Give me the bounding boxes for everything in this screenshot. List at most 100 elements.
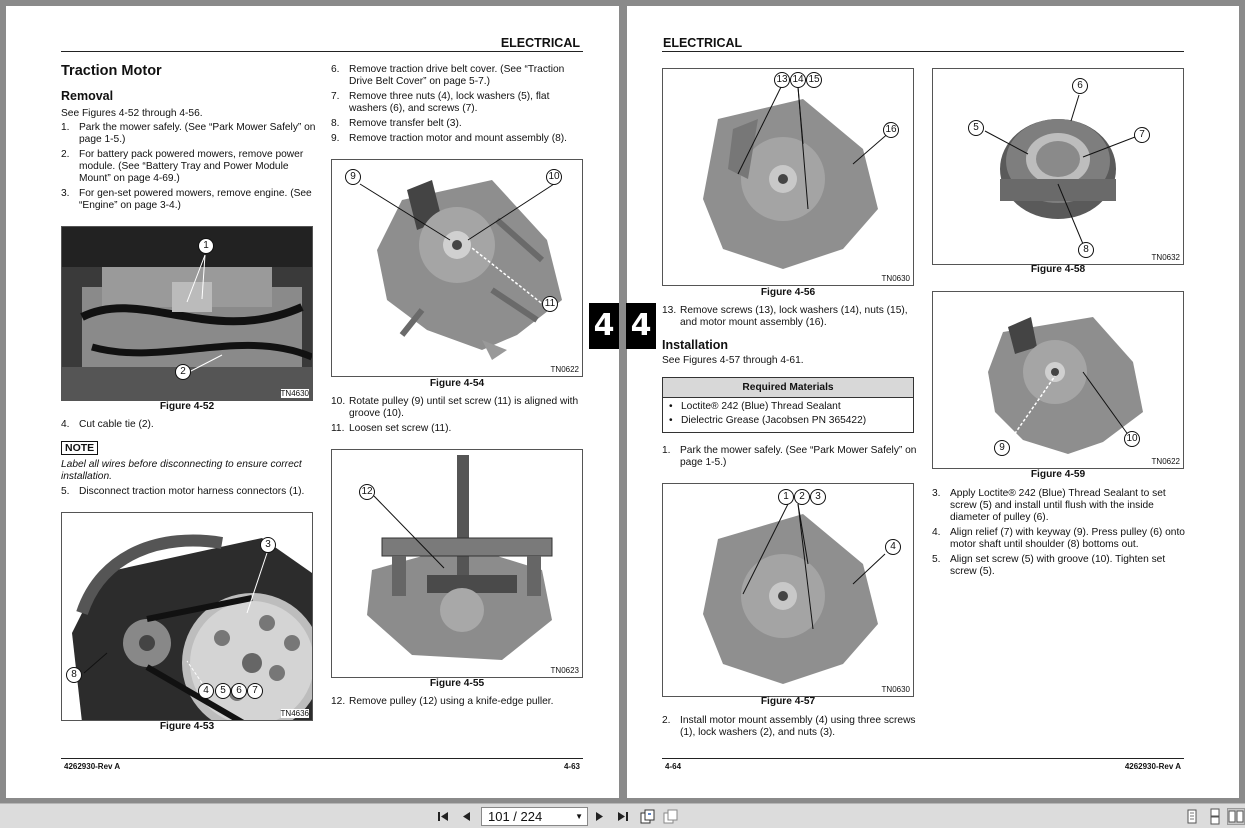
- callout-13: 13: [774, 72, 790, 88]
- right-page: ELECTRICAL 13 14 15 16 TN0630 Figure 4-5…: [627, 6, 1239, 798]
- callout-4: 4: [885, 539, 901, 555]
- copy-icon[interactable]: [661, 808, 679, 825]
- step-12: 12.Remove pulley (12) using a knife-edge…: [331, 696, 554, 707]
- callout-10: 10: [546, 169, 562, 185]
- step-1: 1.Park the mower safely. (See “Park Mowe…: [61, 122, 316, 145]
- installation-heading: Installation: [662, 338, 728, 352]
- pdf-toolbar: 101 / 224 ▼: [0, 803, 1245, 828]
- figure-4-56-photo: [663, 69, 913, 285]
- figure-4-57-caption: Figure 4-57: [760, 696, 816, 707]
- callout-2: 2: [175, 364, 191, 380]
- left-footer-docnum: 4262930-Rev A: [64, 762, 121, 771]
- figure-4-52-caption: Figure 4-52: [159, 401, 215, 412]
- figure-4-57-id: TN0630: [881, 685, 910, 694]
- step-3: 3.For gen-set powered mowers, remove eng…: [61, 188, 312, 211]
- left-footer-page: 4-63: [563, 762, 580, 771]
- figure-4-53: 3 8 4 5 6 7 TN4636: [61, 512, 313, 721]
- install-step-4: 4.Align relief (7) with keyway (9). Pres…: [932, 527, 1185, 550]
- figure-4-55-caption: Figure 4-55: [429, 678, 485, 689]
- step-6: 6.Remove traction drive belt cover. (See…: [331, 64, 565, 87]
- figure-4-53-caption: Figure 4-53: [159, 721, 215, 732]
- required-materials-box: Required Materials Loctite® 242 (Blue) T…: [662, 377, 914, 433]
- step-10: 10.Rotate pulley (9) until set screw (11…: [331, 396, 579, 419]
- note-label: NOTE: [61, 441, 99, 455]
- figure-4-59: 9 10 TN0622: [932, 291, 1184, 469]
- figure-4-54-id: TN0622: [550, 365, 579, 374]
- figure-4-55-id: TN0623: [550, 666, 579, 675]
- figure-4-54: 9 10 11 TN0622: [331, 159, 583, 377]
- callout-7: 7: [1134, 127, 1150, 143]
- figure-4-54-photo: [332, 160, 582, 376]
- callout-10: 10: [1124, 431, 1140, 447]
- right-footer-docnum: 4262930-Rev A: [1124, 762, 1181, 771]
- chapter-tab-left: 4: [589, 303, 619, 349]
- step-7: 7.Remove three nuts (4), lock washers (5…: [331, 91, 550, 114]
- figure-4-56-id: TN0630: [881, 274, 910, 283]
- left-page: ELECTRICAL Traction Motor Removal See Fi…: [6, 6, 619, 798]
- callout-15: 15: [806, 72, 822, 88]
- callout-11: 11: [542, 296, 558, 312]
- material-item: Loctite® 242 (Blue) Thread Sealant: [663, 400, 913, 414]
- page-number-select[interactable]: 101 / 224 ▼: [481, 807, 588, 826]
- callout-2: 2: [794, 489, 810, 505]
- figure-4-52: 1 2 TN4630: [61, 226, 313, 401]
- callout-4: 4: [198, 683, 214, 699]
- required-materials-header: Required Materials: [663, 378, 913, 398]
- figure-4-57-photo: [663, 484, 913, 696]
- figure-4-59-id: TN0622: [1151, 457, 1180, 466]
- removal-heading: Removal: [61, 89, 114, 103]
- left-header-rule: [61, 51, 583, 52]
- continuous-view-icon[interactable]: [1206, 808, 1224, 825]
- page-indicator: 101 / 224: [488, 809, 543, 824]
- step-11: 11.Loosen set screw (11).: [331, 423, 452, 434]
- figure-4-54-caption: Figure 4-54: [429, 378, 485, 389]
- figure-4-57: 1 2 3 4 TN0630: [662, 483, 914, 697]
- see-figures-text: See Figures 4-52 through 4-56.: [61, 108, 203, 119]
- figure-4-58: 6 5 7 8 TN0632: [932, 68, 1184, 265]
- last-page-icon[interactable]: [613, 808, 631, 825]
- step-9: 9.Remove traction motor and mount assemb…: [331, 133, 567, 144]
- right-header: ELECTRICAL: [663, 36, 743, 50]
- callout-12: 12: [359, 484, 375, 500]
- install-step-1: 1.Park the mower safely. (See “Park Mowe…: [662, 445, 917, 468]
- install-step-3: 3.Apply Loctite® 242 (Blue) Thread Seala…: [932, 488, 1166, 523]
- step-13: 13.Remove screws (13), lock washers (14)…: [662, 305, 908, 328]
- callout-16: 16: [883, 122, 899, 138]
- chevron-down-icon: ▼: [575, 812, 583, 821]
- figure-4-53-id: TN4636: [280, 709, 309, 718]
- callout-9: 9: [345, 169, 361, 185]
- next-page-icon[interactable]: [590, 808, 608, 825]
- material-item: Dielectric Grease (Jacobsen PN 365422): [663, 414, 913, 428]
- callout-14: 14: [790, 72, 806, 88]
- figure-4-58-caption: Figure 4-58: [1030, 264, 1086, 275]
- step-2: 2.For battery pack powered mowers, remov…: [61, 149, 304, 184]
- figure-4-59-caption: Figure 4-59: [1030, 469, 1086, 480]
- figure-4-59-photo: [933, 292, 1183, 468]
- figure-4-58-id: TN0632: [1151, 253, 1180, 262]
- install-step-2: 2.Install motor mount assembly (4) using…: [662, 715, 916, 738]
- callout-8: 8: [1078, 242, 1094, 258]
- callout-3: 3: [810, 489, 826, 505]
- callout-3: 3: [260, 537, 276, 553]
- left-footer-rule: [61, 758, 583, 759]
- figure-4-55: 12 TN0623: [331, 449, 583, 678]
- step-8: 8.Remove transfer belt (3).: [331, 118, 462, 129]
- right-footer-rule: [662, 758, 1184, 759]
- callout-1: 1: [198, 238, 214, 254]
- figure-4-56-caption: Figure 4-56: [760, 287, 816, 298]
- rotate-view-icon[interactable]: [638, 808, 656, 825]
- callout-6: 6: [231, 683, 247, 699]
- callout-5: 5: [968, 120, 984, 136]
- figure-4-58-photo: [933, 69, 1183, 264]
- figure-4-56: 13 14 15 16 TN0630: [662, 68, 914, 286]
- figure-4-52-id: TN4630: [280, 389, 309, 398]
- right-header-rule: [662, 51, 1184, 52]
- install-step-5: 5.Align set screw (5) with groove (10). …: [932, 554, 1166, 577]
- two-page-view-icon[interactable]: [1227, 808, 1245, 825]
- left-header: ELECTRICAL: [500, 36, 580, 50]
- callout-5: 5: [215, 683, 231, 699]
- first-page-icon[interactable]: [435, 808, 453, 825]
- step-5: 5.Disconnect traction motor harness conn…: [61, 486, 305, 497]
- single-page-view-icon[interactable]: [1183, 808, 1201, 825]
- prev-page-icon[interactable]: [458, 808, 476, 825]
